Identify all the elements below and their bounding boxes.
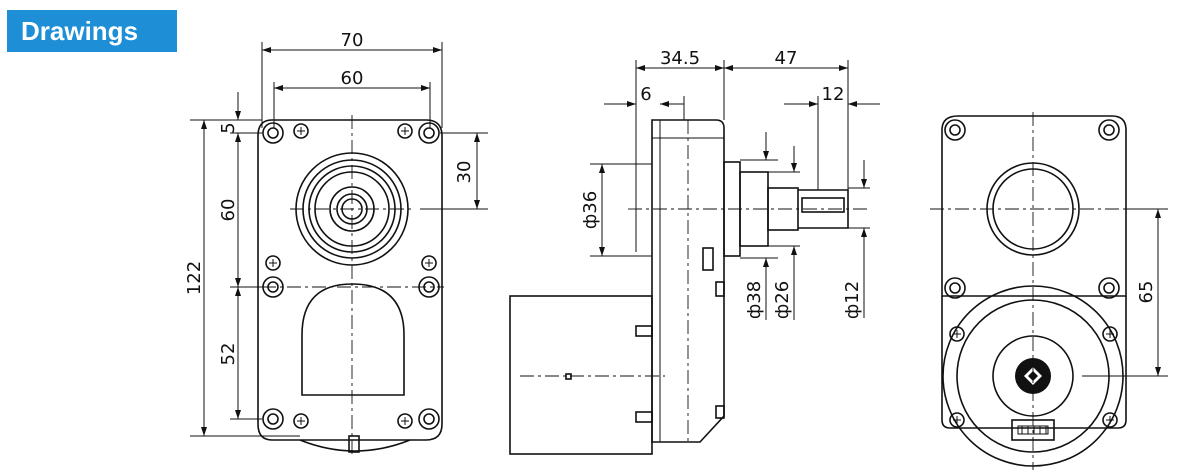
mounting-holes bbox=[262, 122, 440, 430]
dim-52: 52 bbox=[218, 343, 239, 366]
dim-6: 6 bbox=[640, 84, 651, 105]
dim-phi26: ф26 bbox=[772, 281, 793, 319]
dim-5: 5 bbox=[218, 122, 239, 133]
dim-70: 70 bbox=[341, 30, 364, 51]
side-view: 34.5 47 6 12 ф36 ф38 ф26 ф12 bbox=[509, 48, 880, 455]
rear-view: 65 bbox=[930, 112, 1168, 470]
side-gearbox bbox=[651, 119, 725, 443]
dim-65: 65 bbox=[1136, 281, 1157, 304]
dim-34-5: 34.5 bbox=[660, 48, 700, 69]
front-view: 70 60 5 30 60 122 52 bbox=[184, 30, 488, 455]
dim-phi36: ф36 bbox=[580, 191, 601, 229]
screw-heads bbox=[265, 123, 437, 429]
drawings-header: Drawings bbox=[7, 10, 177, 52]
dim-47: 47 bbox=[775, 48, 798, 69]
motor-window bbox=[301, 283, 405, 396]
dim-122: 122 bbox=[184, 261, 205, 295]
front-motor-arc bbox=[299, 439, 411, 452]
dim-phi38: ф38 bbox=[744, 281, 765, 319]
dim-60-width: 60 bbox=[341, 68, 364, 89]
dim-phi12: ф12 bbox=[842, 281, 863, 319]
dim-12: 12 bbox=[822, 84, 845, 105]
rear-gearbox-body bbox=[941, 115, 1127, 297]
dim-30: 30 bbox=[454, 161, 475, 184]
dim-60-height: 60 bbox=[218, 199, 239, 222]
front-key bbox=[348, 435, 360, 453]
side-motor bbox=[509, 295, 653, 455]
front-gearbox-body bbox=[257, 119, 443, 441]
